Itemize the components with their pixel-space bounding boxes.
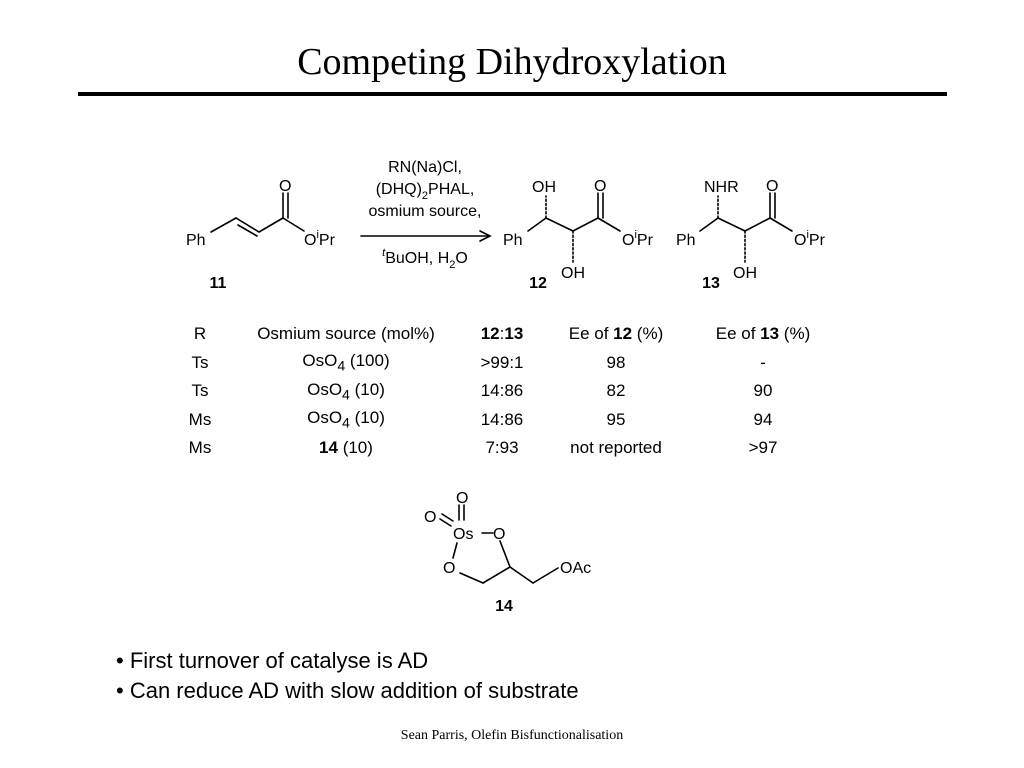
- slide-title: Competing Dihydroxylation: [297, 41, 727, 83]
- compound-number-12: 12: [529, 275, 547, 292]
- cell-ee-13: 94: [753, 409, 773, 429]
- bullet-item: First turnover of catalyse is AD: [116, 646, 579, 676]
- header-ee-13: Ee of 13 (%): [715, 324, 811, 344]
- reagent-line-2: (DHQ)2PHAL,: [376, 181, 475, 202]
- ester-oxygen-label: O: [493, 526, 505, 543]
- isopropoxy-label: OiPr: [794, 229, 826, 249]
- header-ee-12: Ee of 12 (%): [568, 324, 664, 344]
- table-row: Ts OsO4 (10) 14:86 82 90: [168, 377, 838, 406]
- table-row: Ms 14 (10) 7:93 not reported >97: [168, 434, 838, 463]
- cell-ee-12: 95: [606, 409, 626, 429]
- reagent-line-4: tBuOH, H2O: [382, 247, 468, 271]
- cell-ratio: 14:86: [480, 409, 524, 429]
- osmium-label: Os: [453, 526, 473, 543]
- hydroxyl-label: OH: [532, 179, 556, 196]
- compound-number-14: 14: [495, 598, 513, 615]
- bullet-list: First turnover of catalyse is AD Can red…: [116, 646, 579, 706]
- hydroxyl-label: OH: [561, 265, 585, 282]
- cell-ee-13: -: [760, 352, 766, 372]
- table-row: Ms OsO4 (10) 14:86 95 94: [168, 406, 838, 435]
- cell-r: Ts: [191, 352, 209, 372]
- cell-osmium-source: OsO4 (100): [302, 351, 390, 375]
- cell-r: Ms: [188, 438, 212, 458]
- table-row: Ts OsO4 (100) >99:1 98 -: [168, 349, 838, 378]
- reaction-scheme: Ph O OiPr RN(Na)Cl, (DHQ)2PHAL, osmium s…: [186, 159, 826, 615]
- title-rule: [78, 92, 947, 96]
- ester-oxygen-label: O: [443, 560, 455, 577]
- compound-number-11: 11: [210, 275, 227, 292]
- phenyl-label: Ph: [676, 232, 696, 249]
- footer-text: Sean Parris, Olefin Bisfunctionalisation: [400, 728, 624, 743]
- cell-ee-12: not reported: [570, 438, 662, 458]
- table-header-row: R Osmium source (mol%) 12:13 Ee of 12 (%…: [168, 320, 838, 349]
- cell-osmium-source: 14 (10): [319, 438, 373, 458]
- phenyl-label: Ph: [186, 232, 206, 249]
- bullet-item: Can reduce AD with slow addition of subs…: [116, 676, 579, 706]
- carbonyl-oxygen-label: O: [594, 178, 606, 195]
- cell-ratio: 14:86: [480, 381, 524, 401]
- cell-osmium-source: OsO4 (10): [307, 408, 385, 432]
- cell-r: Ms: [188, 409, 212, 429]
- cell-r: Ts: [191, 381, 209, 401]
- acetate-label: OAc: [560, 560, 591, 577]
- hydroxyl-label: OH: [733, 265, 757, 282]
- cell-ratio: >99:1: [480, 352, 524, 372]
- cell-ee-13: >97: [748, 438, 778, 458]
- isopropoxy-label: OiPr: [304, 229, 336, 249]
- amine-label: NHR: [704, 179, 739, 196]
- carbonyl-oxygen-label: O: [279, 178, 291, 195]
- cell-ee-12: 98: [606, 352, 626, 372]
- cell-ratio: 7:93: [485, 438, 519, 458]
- cell-ee-13: 90: [753, 381, 773, 401]
- results-table: R Osmium source (mol%) 12:13 Ee of 12 (%…: [168, 320, 838, 463]
- header-ratio: 12:13: [480, 324, 524, 344]
- reagent-line-3: osmium source,: [369, 203, 482, 220]
- header-osmium-source: Osmium source (mol%): [257, 324, 435, 344]
- reagent-line-1: RN(Na)Cl,: [388, 159, 462, 176]
- cell-osmium-source: OsO4 (10): [307, 379, 385, 403]
- isopropoxy-label: OiPr: [622, 229, 654, 249]
- compound-number-13: 13: [702, 275, 720, 292]
- osmium-oxo-label: O: [456, 490, 468, 507]
- cell-ee-12: 82: [606, 381, 626, 401]
- osmium-oxo-label: O: [424, 509, 436, 526]
- phenyl-label: Ph: [503, 232, 523, 249]
- carbonyl-oxygen-label: O: [766, 178, 778, 195]
- header-r: R: [193, 324, 207, 344]
